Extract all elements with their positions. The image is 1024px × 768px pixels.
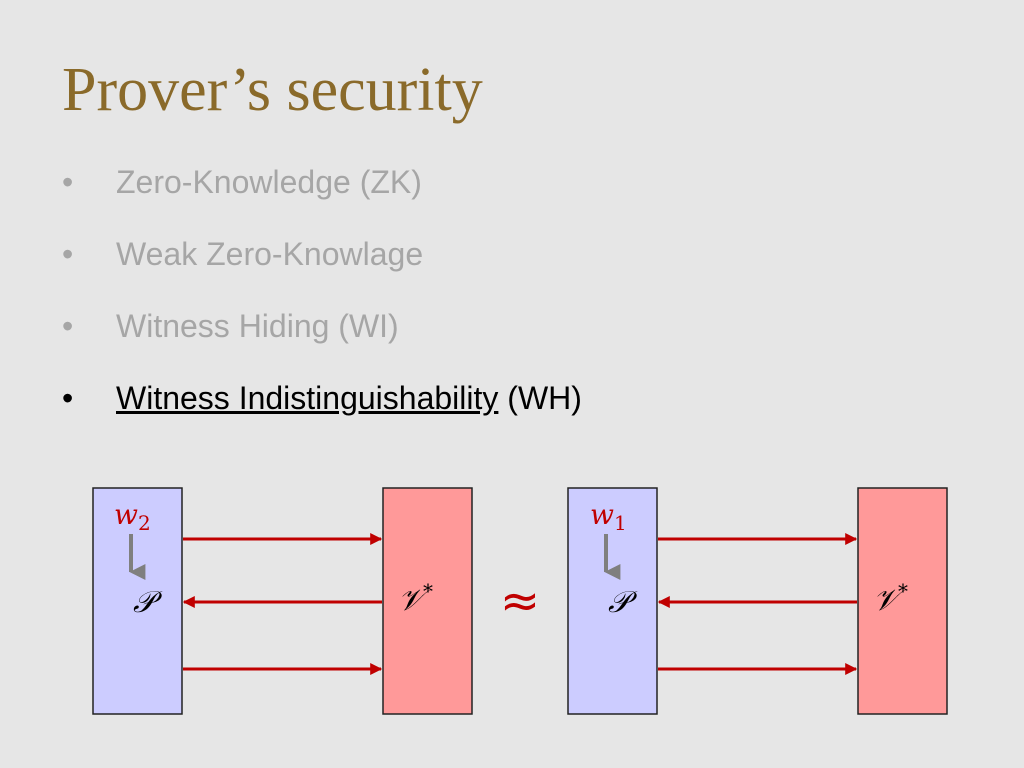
left-scenario: w2 𝒫 𝒱* [92, 487, 473, 715]
bullet-dot: • [62, 308, 74, 344]
verifier-box [382, 487, 473, 715]
bullet-dot: • [62, 380, 74, 416]
bullet-text: Witness Indistinguishability (WH) [116, 374, 582, 422]
bullet-text: Weak Zero-Knowlage [116, 236, 424, 272]
bullet-dot: • [62, 236, 74, 272]
witness-label: w2 [114, 498, 151, 535]
prover-box [567, 487, 658, 715]
bullet-dot: • [62, 164, 74, 200]
verifier-box [857, 487, 948, 715]
approx-symbol: ≈ [500, 573, 540, 629]
slide-title: Prover’s security [62, 56, 483, 124]
bullet-text: Witness Hiding (WI) [116, 308, 399, 344]
bullet-text: Zero-Knowledge (ZK) [116, 164, 422, 200]
right-scenario: w1 𝒫 𝒱* [567, 487, 948, 715]
witness-label: w1 [590, 498, 627, 535]
bullet-abbrev: (WH) [498, 380, 582, 416]
bullet-underlined-term: Witness Indistinguishability [116, 380, 499, 416]
prover-box [92, 487, 183, 715]
